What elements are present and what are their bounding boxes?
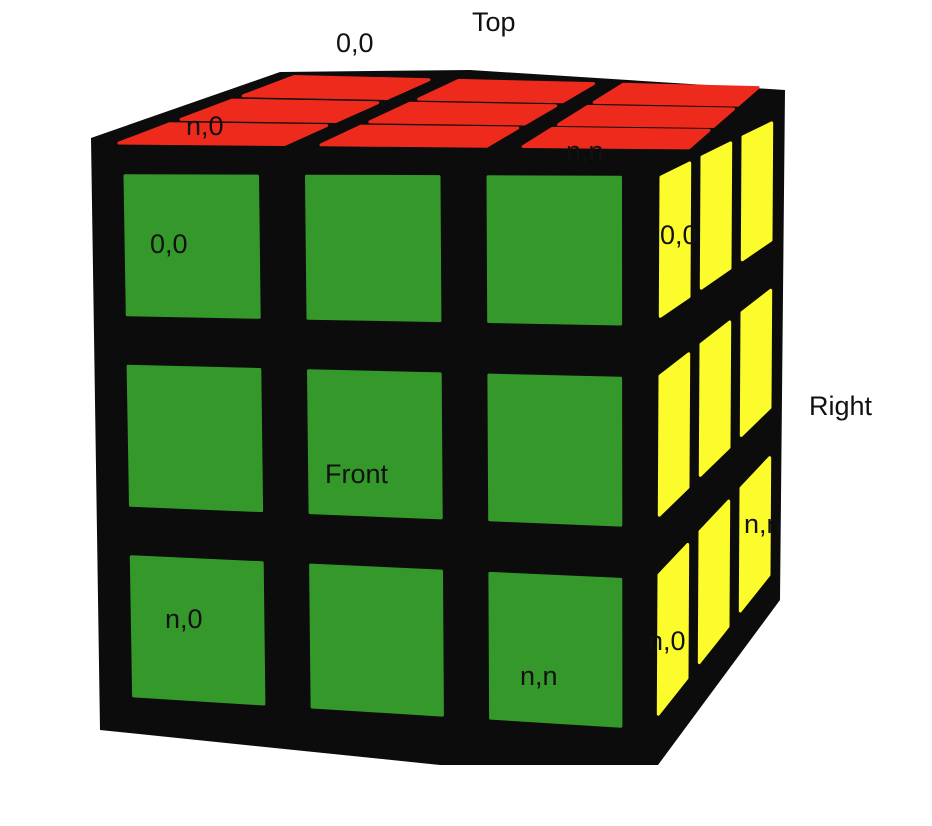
top-sticker-1-2 bbox=[557, 104, 736, 128]
right-last-label: n,n bbox=[744, 509, 782, 539]
top-last-label: n,n bbox=[566, 136, 604, 166]
top-sticker-2-2 bbox=[521, 126, 711, 150]
front-sticker-0-0 bbox=[123, 174, 261, 319]
front-origin-label: 0,0 bbox=[150, 229, 188, 259]
right-sticker-2-2 bbox=[738, 456, 772, 613]
front-face-title: Front bbox=[325, 459, 389, 489]
top-sticker-0-1 bbox=[417, 78, 596, 104]
right-sticker-1-2 bbox=[739, 288, 773, 437]
top-row-end-label: n,0 bbox=[186, 111, 224, 141]
right-sticker-2-1 bbox=[697, 499, 731, 665]
top-face-title: Top bbox=[472, 7, 516, 37]
front-last-label: n,n bbox=[520, 661, 558, 691]
top-origin-label: 0,0 bbox=[336, 28, 374, 58]
front-sticker-0-1 bbox=[305, 174, 442, 323]
right-sticker-0-0 bbox=[658, 161, 692, 318]
top-sticker-1-1 bbox=[368, 101, 558, 126]
front-sticker-2-1 bbox=[309, 563, 444, 717]
top-sticker-0-2 bbox=[592, 82, 760, 107]
right-origin-label: 0,0 bbox=[660, 220, 698, 250]
front-sticker-1-1 bbox=[307, 369, 443, 520]
right-face-title: Right bbox=[809, 391, 873, 421]
top-face bbox=[117, 75, 760, 150]
front-row-end-label: n,0 bbox=[165, 604, 203, 634]
front-sticker-2-2 bbox=[488, 571, 623, 728]
top-sticker-1-0 bbox=[179, 98, 380, 123]
top-sticker-2-1 bbox=[319, 124, 520, 148]
right-face bbox=[656, 121, 774, 716]
right-sticker-2-0 bbox=[656, 543, 690, 716]
front-sticker-0-2 bbox=[486, 175, 623, 326]
front-face bbox=[123, 174, 623, 728]
front-sticker-1-0 bbox=[126, 364, 264, 513]
top-sticker-2-0 bbox=[117, 122, 329, 146]
top-sticker-0-0 bbox=[241, 75, 431, 100]
right-sticker-1-1 bbox=[698, 320, 732, 477]
right-sticker-0-2 bbox=[740, 121, 774, 262]
right-row-end-label: n,0 bbox=[648, 626, 686, 656]
right-sticker-0-1 bbox=[699, 141, 733, 290]
front-sticker-1-2 bbox=[487, 373, 623, 527]
front-sticker-2-0 bbox=[129, 555, 266, 706]
right-sticker-1-0 bbox=[657, 352, 691, 517]
